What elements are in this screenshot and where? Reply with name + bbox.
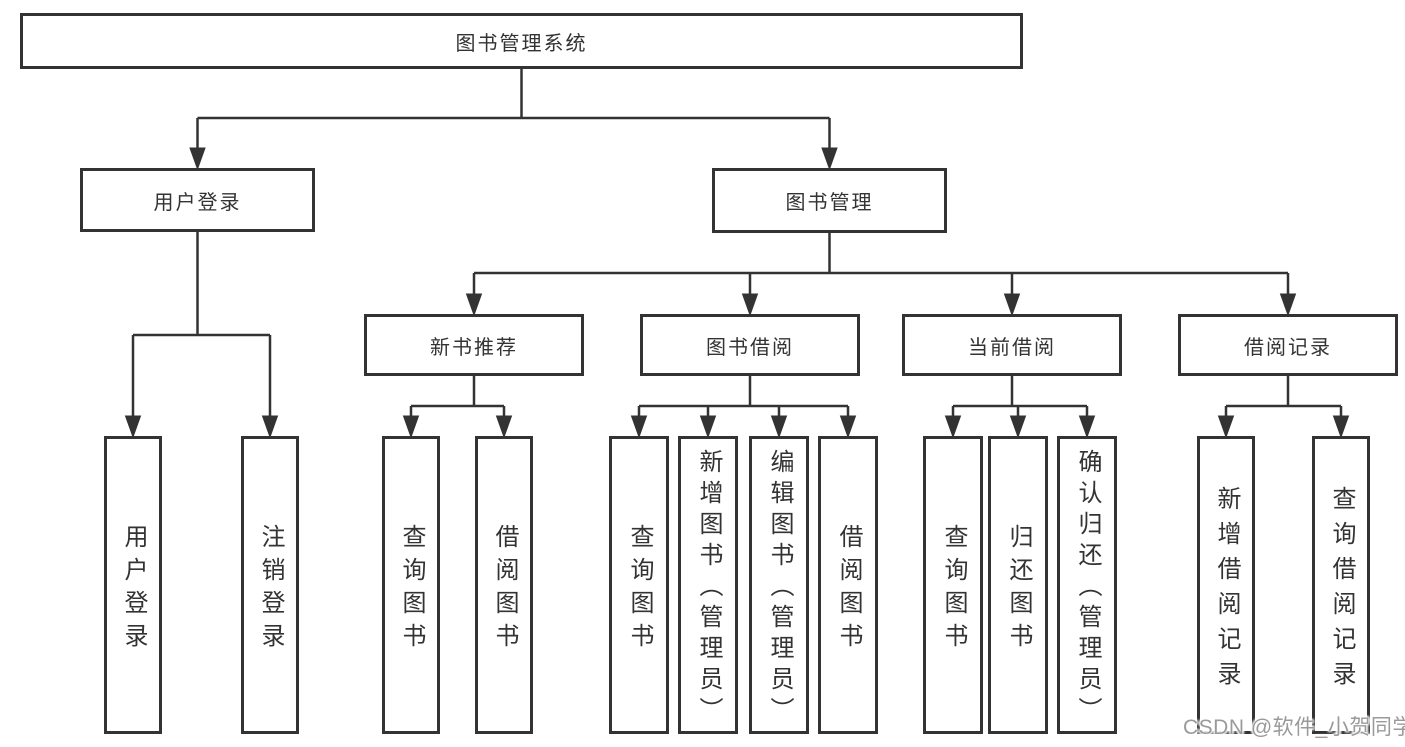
node-label: 图书借阅 — [706, 336, 794, 359]
leaf-label: 查询图书 — [626, 523, 653, 656]
node-label: 图书管理系统 — [455, 32, 588, 55]
node-library-management-system: 图书管理系统 — [20, 13, 1023, 69]
node-label: 借阅记录 — [1244, 336, 1332, 359]
node-book-management: 图书管理 — [712, 168, 947, 233]
node-borrowing-records: 借阅记录 — [1178, 314, 1398, 376]
node-label: 用户登录 — [153, 191, 242, 214]
leaf-user-login: 用户登录 — [104, 436, 162, 734]
leaf-query-borrow-record: 查询借阅记录 — [1312, 436, 1370, 734]
leaf-label: 借阅图书 — [835, 523, 862, 656]
leaf-label: 查询图书 — [398, 523, 425, 656]
leaf-label: 查询图书 — [940, 523, 967, 656]
leaf-label: 新增图书（管理员） — [695, 449, 722, 728]
leaf-return-books: 归还图书 — [988, 436, 1048, 734]
leaf-query-books-borrowing: 查询图书 — [609, 436, 669, 734]
leaf-add-books-admin: 新增图书（管理员） — [678, 436, 738, 734]
leaf-query-books-recommend: 查询图书 — [382, 436, 440, 734]
leaf-label: 新增借阅记录 — [1213, 485, 1240, 696]
leaf-borrow-books-recommend: 借阅图书 — [475, 436, 533, 734]
node-current-borrowing: 当前借阅 — [902, 314, 1122, 376]
node-label: 图书管理 — [785, 192, 874, 214]
node-book-borrowing: 图书借阅 — [640, 314, 860, 376]
node-new-book-recommend: 新书推荐 — [364, 314, 584, 376]
node-user-login: 用户登录 — [80, 168, 315, 232]
csdn-watermark: CSDN @软件_小贺同学 — [1183, 716, 1405, 739]
leaf-logout: 注销登录 — [241, 436, 299, 734]
leaf-label: 注销登录 — [257, 523, 284, 656]
leaf-edit-books-admin: 编辑图书（管理员） — [749, 436, 809, 734]
leaf-label: 借阅图书 — [491, 523, 518, 656]
leaf-label: 归还图书 — [1005, 523, 1032, 656]
leaf-borrow-books-borrowing: 借阅图书 — [818, 436, 878, 734]
leaf-confirm-return-admin: 确认归还（管理员） — [1057, 436, 1117, 734]
node-label: 当前借阅 — [968, 336, 1056, 359]
leaf-label: 编辑图书（管理员） — [766, 449, 793, 728]
leaf-label: 查询借阅记录 — [1328, 485, 1355, 696]
leaf-query-books-current: 查询图书 — [923, 436, 983, 734]
leaf-add-borrow-record: 新增借阅记录 — [1197, 436, 1255, 734]
leaf-label: 确认归还（管理员） — [1074, 449, 1101, 728]
leaf-label: 用户登录 — [120, 523, 147, 656]
node-label: 新书推荐 — [430, 336, 518, 359]
